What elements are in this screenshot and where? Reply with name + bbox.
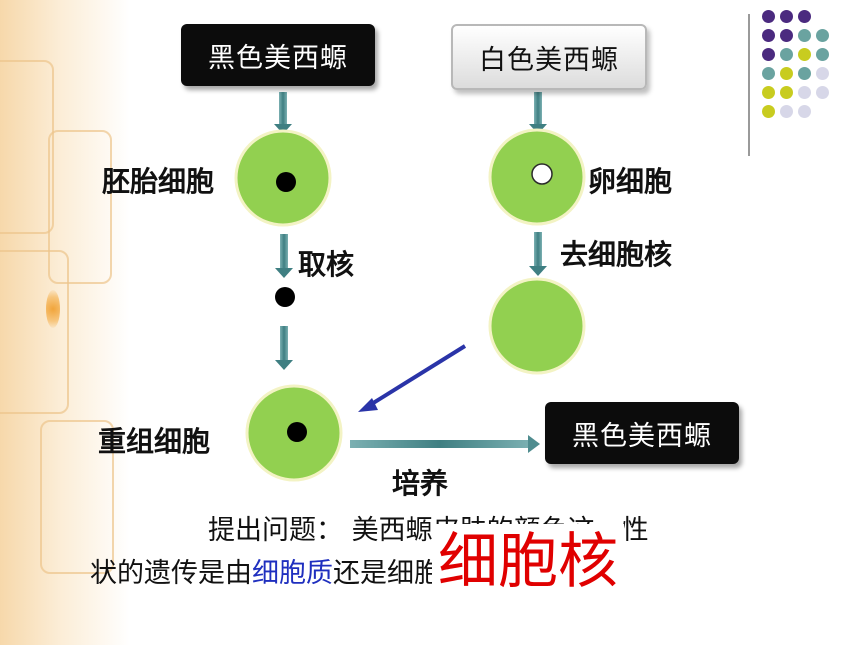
decor-divider xyxy=(748,14,750,156)
enucleated-egg-cell xyxy=(488,277,586,375)
white-salamander-box: 白色美西螈 xyxy=(451,24,647,90)
arrow-remove-nucleus xyxy=(529,232,547,276)
decor-dot xyxy=(798,105,811,118)
decor-dot xyxy=(780,29,793,42)
decor-dot xyxy=(762,48,775,61)
decor-dot xyxy=(816,67,829,80)
recombined-cell-label: 重组细胞 xyxy=(98,425,211,458)
decor-dot xyxy=(762,105,775,118)
decor-dot xyxy=(762,29,775,42)
arrow-white-to-egg xyxy=(529,92,547,134)
recombined-nucleus xyxy=(287,422,307,442)
take-nucleus-label: 取核 xyxy=(298,248,355,281)
arrow-egg-to-recombined xyxy=(358,344,467,412)
remove-nucleus-label: 去细胞核 xyxy=(560,238,673,271)
egg-nucleus xyxy=(531,163,553,185)
decor-dot xyxy=(816,29,829,42)
arrow-black-to-embryo xyxy=(274,92,292,134)
egg-cell-label: 卵细胞 xyxy=(588,165,673,198)
decor-dot xyxy=(762,86,775,99)
decor-dot xyxy=(780,86,793,99)
culture-label: 培养 xyxy=(392,467,449,500)
question-highlight-cytoplasm: 细胞质 xyxy=(252,558,333,589)
decor-dot xyxy=(780,10,793,23)
decor-dot xyxy=(816,86,829,99)
decor-dot xyxy=(762,67,775,80)
arrow-nucleus-to-recombined xyxy=(275,326,293,370)
egg-cell xyxy=(488,128,586,226)
white-salamander-label: 白色美西螈 xyxy=(479,44,619,76)
arrow-take-nucleus xyxy=(275,234,293,278)
black-salamander-label: 黑色美西螈 xyxy=(208,42,348,74)
result-salamander-label: 黑色美西螈 xyxy=(572,420,712,452)
black-salamander-box: 黑色美西螈 xyxy=(181,24,375,86)
recombined-cell xyxy=(245,384,343,482)
decor-dot xyxy=(816,48,829,61)
decor-dot xyxy=(780,67,793,80)
decor-dot xyxy=(798,29,811,42)
decorative-dot-grid xyxy=(762,10,837,135)
decor-dot xyxy=(798,67,811,80)
answer-overlay: 细胞核 xyxy=(432,524,624,600)
isolated-nucleus xyxy=(275,287,295,307)
embryo-cell xyxy=(234,129,332,227)
decor-dot xyxy=(798,10,811,23)
decor-dot xyxy=(798,86,811,99)
decor-dot xyxy=(798,48,811,61)
embryo-cell-label: 胚胎细胞 xyxy=(102,165,215,198)
decorative-background xyxy=(0,0,130,645)
decor-dot xyxy=(762,10,775,23)
result-salamander-box: 黑色美西螈 xyxy=(545,402,739,464)
question-prefix: 状的遗传是由 xyxy=(90,558,252,589)
arrow-culture xyxy=(350,435,540,453)
decor-dot xyxy=(780,105,793,118)
decor-dot xyxy=(780,48,793,61)
embryo-nucleus xyxy=(276,172,296,192)
